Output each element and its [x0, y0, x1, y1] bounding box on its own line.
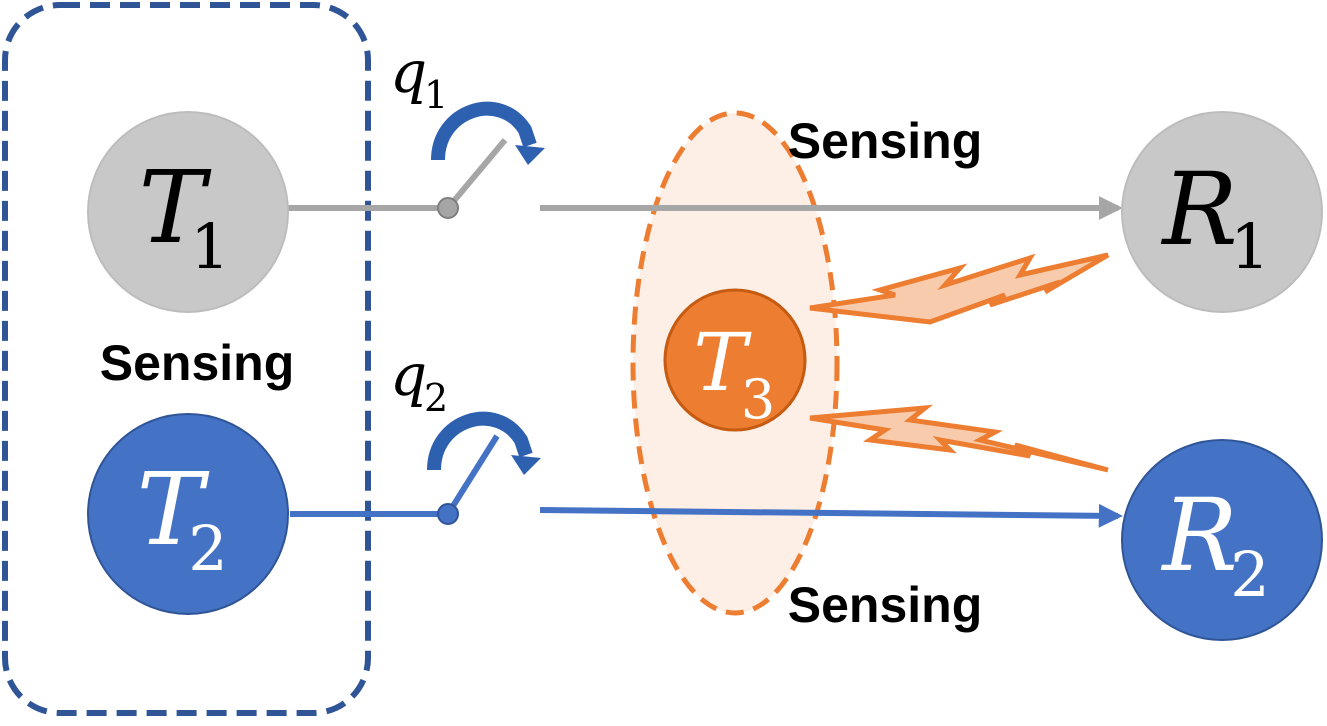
- q1-rotation-arrow-icon: [431, 101, 545, 165]
- t1-subscript: 1: [190, 210, 229, 283]
- node-r1: R 1: [1121, 111, 1323, 313]
- q1-switch-lever: [445, 138, 508, 210]
- left-sensing-label: Sensing: [100, 335, 294, 391]
- node-r2: R 2: [1121, 439, 1323, 641]
- q1-label: q 1: [390, 38, 448, 117]
- q2-symbol: q: [390, 341, 427, 409]
- bottom-sensing-label: Sensing: [788, 577, 982, 633]
- t1-symbol: T: [139, 149, 212, 266]
- q2-label: q 2: [390, 341, 448, 420]
- interference-bolt-r1-icon: [809, 252, 1110, 325]
- transmitter-group-box: [2, 2, 371, 716]
- q1-switch-pivot: [437, 197, 459, 219]
- node-t1: T 1: [87, 111, 289, 313]
- q2-switch-lever: [445, 434, 500, 516]
- r1-subscript: 1: [1230, 210, 1269, 283]
- t2-subscript: 2: [188, 512, 227, 585]
- top-sensing-label: Sensing: [788, 113, 982, 169]
- node-t2: T 2: [87, 413, 289, 615]
- t2-r2-link-arrow: [539, 503, 1123, 528]
- t3-subscript: 3: [741, 368, 775, 431]
- q2-rotation-arrow-icon: [427, 411, 541, 475]
- q2-subscript: 2: [424, 376, 448, 420]
- r2-symbol: R: [1160, 477, 1237, 594]
- q2-switch-pivot: [437, 503, 459, 525]
- q1-subscript: 1: [424, 73, 448, 117]
- q1-symbol: q: [390, 38, 427, 106]
- t3-symbol: T: [693, 316, 752, 409]
- r2-subscript: 2: [1230, 538, 1269, 611]
- node-t3: T 3: [663, 288, 807, 432]
- r1-symbol: R: [1160, 151, 1237, 268]
- t2-symbol: T: [137, 451, 210, 568]
- interference-bolt-r2-icon: [809, 404, 1109, 473]
